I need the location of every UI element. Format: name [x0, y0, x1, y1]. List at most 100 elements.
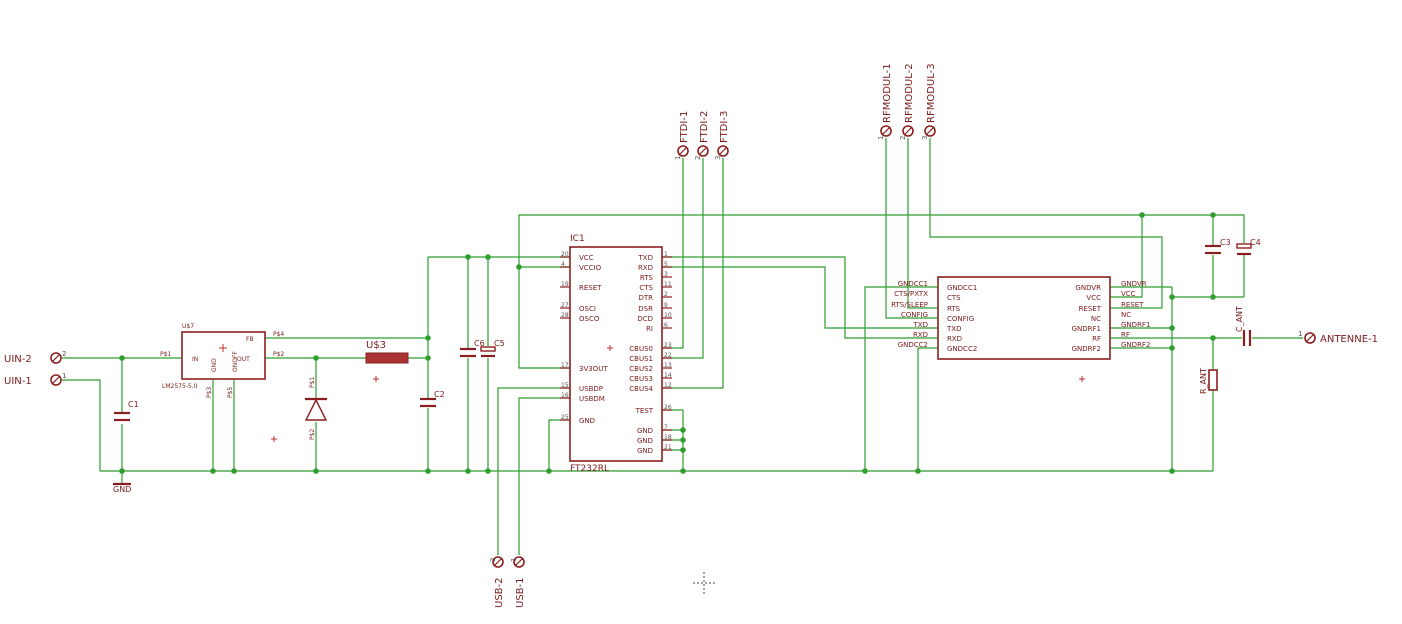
- gnd-label: GND: [113, 485, 131, 494]
- ic1-pin-name: RI: [646, 325, 653, 333]
- diode: P$1 P$2: [304, 377, 328, 440]
- regulator-pin-gnd: GND: [211, 358, 218, 372]
- ftdi-3-pin: 3: [714, 156, 722, 160]
- rf-net-label: RF: [1121, 331, 1130, 339]
- connector-uin-2[interactable]: UIN-2 2: [4, 350, 66, 365]
- rf-net-label: GNDRF2: [1121, 341, 1150, 349]
- ftdi-1-label: FTDI-1: [679, 111, 690, 143]
- antenne-1-label: ANTENNE-1: [1320, 334, 1378, 345]
- connector-antenne-1[interactable]: ANTENNE-1 1: [1298, 330, 1378, 345]
- rf-net-label: GNDVR: [1121, 280, 1147, 288]
- ic1-pin-name: CBUS0: [629, 345, 653, 353]
- connector-usb-2[interactable]: USB-2 2: [489, 556, 505, 608]
- ftdi-2-label: FTDI-2: [699, 111, 710, 143]
- ic1-pin-number: 23: [664, 342, 672, 349]
- ic1-pin-name: CBUS1: [629, 355, 653, 363]
- regulator-name: U$7: [182, 323, 194, 330]
- regulator-pad-onoff: P$5: [227, 387, 234, 398]
- antenne-1-pin: 1: [1298, 330, 1302, 338]
- c-ant-label: C_ANT: [1235, 306, 1244, 332]
- ic1-pin-name: RXD: [638, 264, 653, 272]
- diode-p1: P$1: [309, 377, 316, 388]
- ic1-pin-name: DTR: [638, 294, 653, 302]
- c1-label: C1: [128, 400, 139, 409]
- rf-module: GNDCC1GNDCC1CTSCTS/PXTXRTSRTS/SLEEPCONFI…: [891, 276, 1150, 382]
- ic1-pin-number: 12: [664, 382, 672, 389]
- ic1-pin-name: TEST: [635, 407, 654, 415]
- connector-usb-1[interactable]: USB-1 1: [510, 556, 526, 609]
- ic1-value: FT232RL: [570, 464, 609, 474]
- usb-1-pin: 1: [510, 558, 518, 562]
- rf-net-label: RESET: [1121, 301, 1144, 309]
- capacitor-c6: C6: [460, 339, 485, 358]
- uin-1-pin: 1: [62, 372, 66, 380]
- rf-net-label: RTS/SLEEP: [891, 301, 928, 309]
- resistor-r-ant: R_ANT: [1199, 368, 1218, 394]
- uin-1-label: UIN-1: [4, 376, 32, 387]
- ic1-pin-name: VCC: [579, 254, 594, 262]
- rfmodul-3-label: RFMODUL-3: [926, 63, 937, 123]
- inductor-label: U$3: [366, 340, 386, 351]
- ic1-pin-name: OSCO: [579, 315, 600, 323]
- ic1-pin-name: USBDP: [579, 385, 603, 393]
- connector-rfmodul-1[interactable]: RFMODUL-1 1: [877, 63, 893, 140]
- ic1-pin-name: GND: [637, 447, 653, 455]
- junctions: [119, 212, 1216, 474]
- ic1-pin-name: CBUS2: [629, 365, 653, 373]
- ic1-pin-name: VCCIO: [579, 264, 602, 272]
- ic1-pin-number: 9: [664, 302, 668, 309]
- rf-net-label: VCC: [1121, 290, 1136, 298]
- c5-label: C5: [494, 339, 505, 348]
- uin-2-label: UIN-2: [4, 354, 32, 365]
- diode-p2: P$2: [309, 429, 316, 440]
- rf-pin-name: TXD: [946, 325, 961, 333]
- connector-uin-1[interactable]: UIN-1 1: [4, 372, 66, 387]
- rf-pin-name: NC: [1091, 315, 1101, 323]
- rfmodul-3-pin: 3: [921, 136, 929, 140]
- rf-net-label: GNDRF1: [1121, 321, 1150, 329]
- connector-rfmodul-2[interactable]: RFMODUL-2 2: [899, 63, 915, 140]
- capacitor-c1: C1: [114, 400, 139, 422]
- c2-label: C2: [434, 390, 445, 399]
- capacitor-c2: C2: [420, 390, 445, 408]
- ic1-pin-name: CBUS4: [629, 385, 653, 393]
- usb-1-label: USB-1: [515, 578, 526, 609]
- ic1-pin-number: 5: [664, 261, 668, 268]
- ftdi-2-pin: 2: [694, 156, 702, 160]
- regulator-pin-fb: FB: [246, 336, 254, 343]
- rf-pin-name: GNDCC1: [947, 284, 977, 292]
- rf-net-label: RXD: [913, 331, 928, 339]
- ic1-pin-number: 21: [664, 444, 672, 451]
- ic1-name: IC1: [570, 234, 585, 244]
- ic1-pin-number: 28: [561, 312, 569, 319]
- ic1-pin-name: CBUS3: [629, 375, 653, 383]
- connector-ftdi-1[interactable]: FTDI-1 1: [674, 111, 690, 160]
- rf-net-label: CTS/PXTX: [894, 290, 928, 298]
- c6-label: C6: [474, 339, 485, 348]
- rf-net-label: GNDCC1: [898, 280, 928, 288]
- ic1-pin-name: 3V3OUT: [579, 365, 608, 373]
- ic1-pin-number: 15: [561, 382, 569, 389]
- ic1-pin-number: 22: [664, 352, 672, 359]
- connector-ftdi-3[interactable]: FTDI-3 3: [714, 111, 730, 160]
- ic1-pin-number: 4: [561, 261, 565, 268]
- capacitor-c4: C4: [1236, 238, 1261, 256]
- ic1-pin-number: 18: [664, 434, 672, 441]
- rf-pin-name: GNDRF2: [1072, 345, 1101, 353]
- ic1-pin-number: 10: [664, 312, 672, 319]
- ic1-pin-name: USBDM: [579, 395, 605, 403]
- connector-ftdi-2[interactable]: FTDI-2 2: [694, 111, 710, 160]
- ft232rl-ic: IC1 FT232RL VCC20VCCIO4RESET19OSCI27OSCO…: [560, 234, 672, 474]
- ic1-pin-name: OSCI: [579, 305, 596, 313]
- connector-rfmodul-3[interactable]: RFMODUL-3 3: [921, 63, 937, 140]
- rf-net-label: CONFIG: [901, 311, 928, 319]
- ic1-pin-name: GND: [637, 427, 653, 435]
- ic1-pin-name: CTS: [639, 284, 653, 292]
- regulator-pad-gnd: P$3: [206, 387, 213, 398]
- regulator-pin-out: OUT: [237, 356, 250, 363]
- ic1-pin-number: 3: [664, 271, 668, 278]
- rf-pin-name: RXD: [947, 335, 962, 343]
- ic1-pin-number: 2: [664, 291, 668, 298]
- ic1-pin-name: TXD: [638, 254, 653, 262]
- rfmodul-1-label: RFMODUL-1: [882, 63, 893, 123]
